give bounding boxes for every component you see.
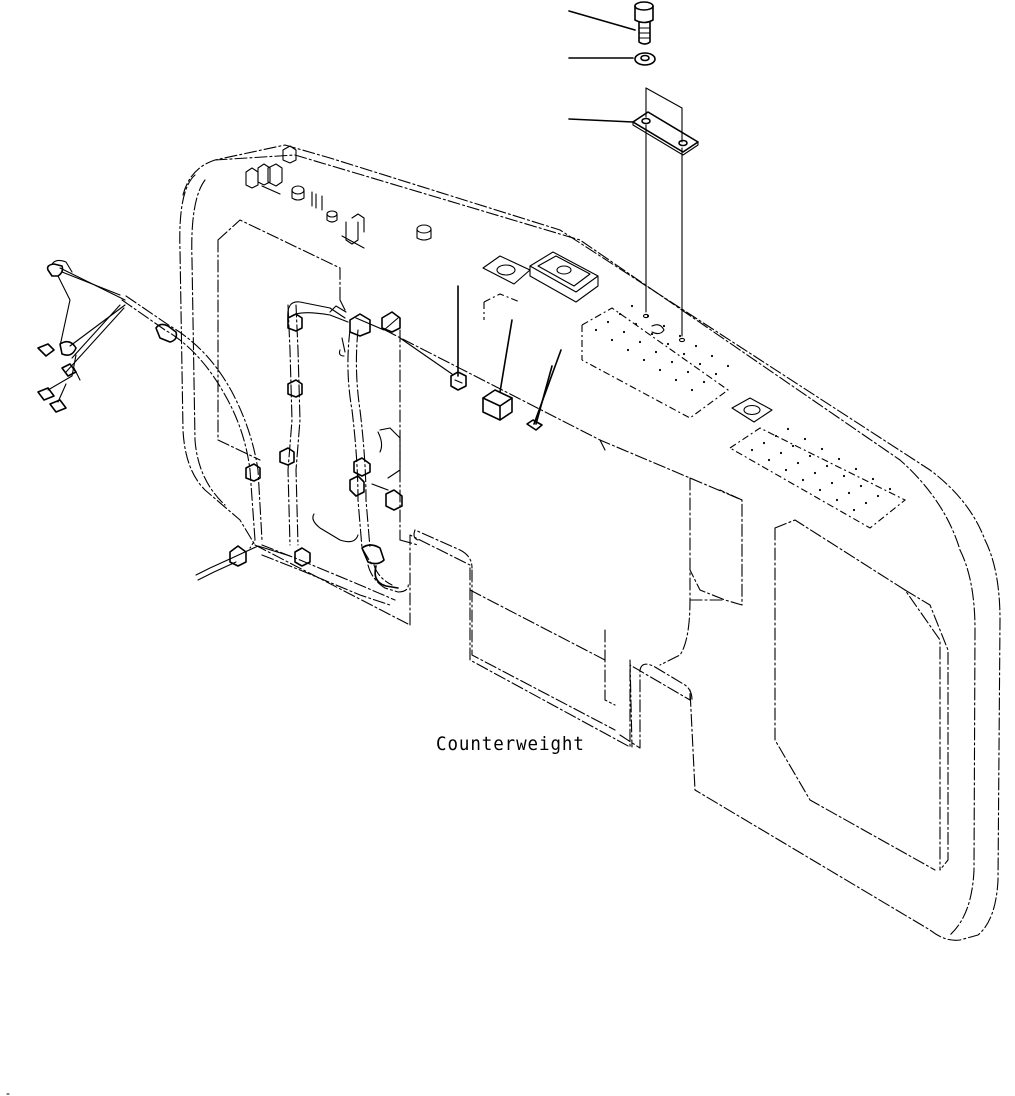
perforation-dot	[871, 477, 875, 481]
perforation-dot	[638, 340, 642, 344]
perforation-dot	[808, 454, 812, 458]
perforation-dot	[594, 328, 598, 332]
clip-part	[450, 371, 467, 391]
perforation-dot	[666, 342, 670, 346]
perforation-dot	[634, 322, 638, 326]
perforation-dot	[646, 314, 650, 318]
perforation-dot	[820, 447, 824, 451]
perforation-dot	[610, 338, 614, 342]
part-name-label: Counterweight	[436, 733, 585, 755]
perforation-dot	[622, 330, 626, 334]
washer-part	[634, 52, 656, 66]
perforation-dot	[835, 498, 839, 502]
bolt-part	[634, 1, 654, 45]
perforation-dot	[847, 491, 851, 495]
leader-lines	[399, 10, 636, 425]
perforation-dot	[762, 441, 766, 445]
perforation-dots	[594, 304, 892, 512]
perforation-dot	[876, 494, 880, 498]
perforation-dot	[678, 334, 682, 338]
perforation-dot	[714, 372, 718, 376]
perforation-dot	[690, 388, 694, 392]
pin-part	[526, 365, 553, 431]
perforation-dot	[674, 378, 678, 382]
perforation-dot	[803, 437, 807, 441]
perforation-dot	[837, 457, 841, 461]
perforation-dot	[606, 320, 610, 324]
perforation-dot	[618, 312, 622, 316]
perforation-dot	[842, 474, 846, 478]
left-recess	[217, 219, 346, 461]
perforation-dot	[854, 467, 858, 471]
perforation-dot	[813, 471, 817, 475]
perforation-dot	[830, 481, 834, 485]
perforation-dot	[650, 332, 654, 336]
perforation-dot	[774, 434, 778, 438]
perforation-dot	[682, 352, 686, 356]
perforation-dot	[786, 427, 790, 431]
perforation-dot	[818, 488, 822, 492]
perforation-dot	[726, 364, 730, 368]
perforation-dot	[698, 362, 702, 366]
counterweight-body	[179, 144, 1001, 941]
perforation-dot	[694, 344, 698, 348]
right-recess	[774, 519, 949, 871]
top-features	[245, 145, 907, 529]
perforation-dot	[859, 484, 863, 488]
perforation-dot	[791, 444, 795, 448]
perforation-dot	[784, 468, 788, 472]
perforation-dot	[658, 368, 662, 372]
perforation-dot	[642, 358, 646, 362]
perforation-dot	[796, 461, 800, 465]
perforation-dot	[888, 487, 892, 491]
perforation-dot	[702, 380, 706, 384]
perforation-dot	[686, 370, 690, 374]
perforation-dot	[670, 360, 674, 364]
perforation-dot	[852, 508, 856, 512]
perforation-dot	[626, 348, 630, 352]
perforation-dot	[750, 448, 754, 452]
perforation-dot	[801, 478, 805, 482]
block-part	[482, 389, 513, 421]
perforation-dot	[630, 304, 634, 308]
perforation-dot	[662, 324, 666, 328]
perforation-dot	[864, 501, 868, 505]
perforation-dot	[779, 451, 783, 455]
front-panel	[384, 329, 743, 666]
perforation-dot	[710, 354, 714, 358]
perforation-dot	[767, 458, 771, 462]
wiring-harness	[37, 259, 409, 606]
plate-part	[632, 87, 699, 343]
perforation-dot	[825, 464, 829, 468]
perforation-dot	[654, 350, 658, 354]
